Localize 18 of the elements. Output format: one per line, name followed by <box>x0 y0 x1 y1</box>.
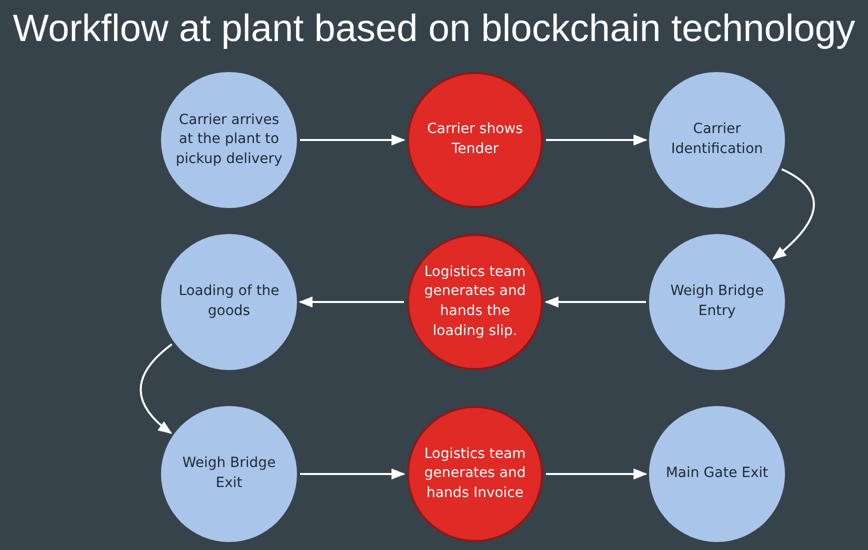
arrow <box>772 168 815 260</box>
step-label: Weigh Bridge Entry <box>669 282 765 321</box>
step-label: Carrier shows Tender <box>426 120 524 159</box>
arrow <box>300 134 406 146</box>
title: Workflow at plant based on blockchain technology <box>12 8 856 51</box>
step-label: Logistics team generates and hands Invoice <box>423 444 527 503</box>
step-label: Main Gate Exit <box>666 464 768 484</box>
arrow <box>546 134 648 146</box>
step-label: Carrier Identification <box>670 120 764 159</box>
step-label: Logistics team generates and hands the loading slip. <box>423 262 527 341</box>
step-label: Carrier arrives at the plant to pickup delivery <box>175 110 283 169</box>
step-label: Loading of the goods <box>178 282 280 321</box>
arrow <box>298 296 404 308</box>
arrow <box>300 468 406 480</box>
arrow <box>544 296 646 308</box>
arrow <box>546 468 648 480</box>
arrow <box>140 343 173 434</box>
step-label: Weigh Bridge Exit <box>181 454 277 493</box>
